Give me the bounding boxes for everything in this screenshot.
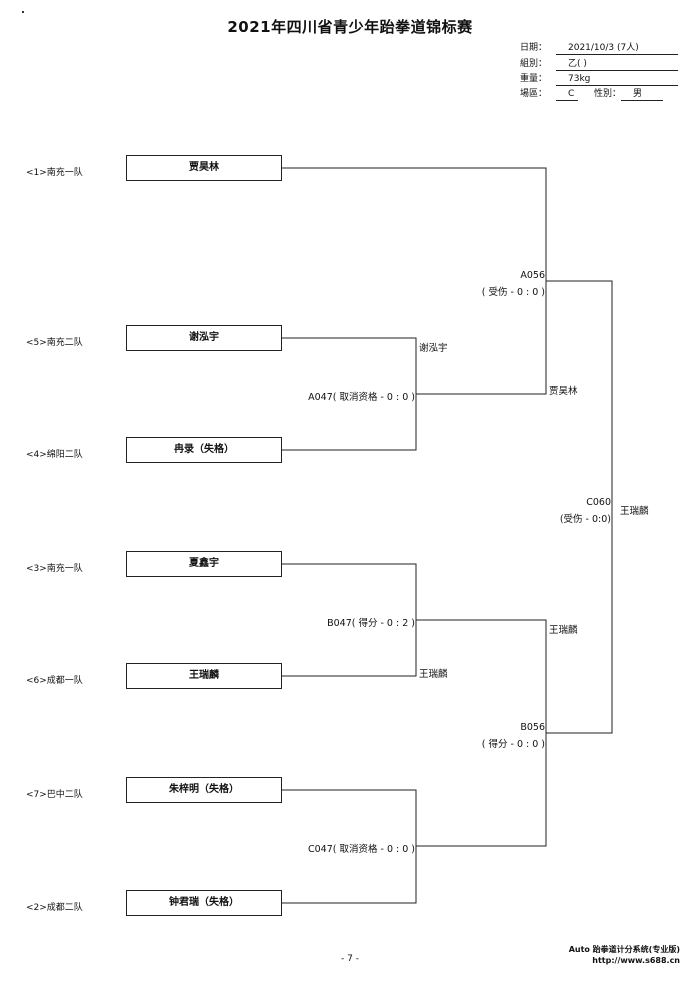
info-group: 組別： 乙( ) (520, 56, 678, 71)
team-label: <1>南充一队 (26, 168, 83, 178)
match-winner-b056: 王瑞麟 (549, 625, 578, 636)
team-label: <5>南充二队 (26, 338, 83, 348)
match-code-c060: C060 (586, 497, 611, 508)
match-code-b056: B056 (520, 722, 545, 733)
match-winner-a047: 谢泓宇 (419, 343, 448, 354)
info-date: 日期： 2021/10/3 (7人) (520, 40, 678, 55)
date-value: 2021/10/3 (7人) (556, 43, 678, 55)
court-value: C (556, 89, 578, 101)
match-code-a056: A056 (520, 270, 545, 281)
competitor-box: 夏鑫宇 (126, 551, 282, 577)
system-name: Auto 跆拳道计分系统(专业版) (568, 945, 680, 954)
competitor-box: 贾昊林 (126, 155, 282, 181)
match-result-b047: B047( 得分 - 0 : 2 ) (327, 618, 415, 629)
bracket-line-c060 (546, 280, 613, 734)
bracket-line-a056 (282, 167, 547, 395)
competitor-box: 王瑞麟 (126, 663, 282, 689)
match-winner-b047: 王瑞麟 (419, 669, 448, 680)
group-value: 乙( ) (556, 59, 678, 71)
group-label: 組別： (520, 59, 548, 69)
competitor-box: 朱梓明（失格） (126, 777, 282, 803)
footer-system: Auto 跆拳道计分系统(专业版) http://www.s688.cn (569, 944, 680, 966)
gender-label: 性別： (594, 89, 622, 99)
corner-dot (22, 11, 24, 13)
competitor-box: 钟君瑞（失格） (126, 890, 282, 916)
team-label: <4>绵阳二队 (26, 450, 83, 460)
gender-value: 男 (621, 89, 664, 101)
info-court-gender: 場區： C 性別：男 (520, 86, 664, 101)
weight-value: 73kg (556, 74, 678, 86)
match-result-a047: A047( 取消资格 - 0 : 0 ) (308, 392, 415, 403)
champion-name: 王瑞麟 (620, 506, 649, 517)
competitor-box: 冉录（失格） (126, 437, 282, 463)
bracket-line-b056 (416, 619, 547, 847)
date-label: 日期： (520, 43, 548, 53)
court-label: 場區： (520, 89, 548, 99)
team-label: <3>南充一队 (26, 564, 83, 574)
info-weight: 重量： 73kg (520, 71, 678, 86)
team-label: <2>成都二队 (26, 903, 83, 913)
match-result-a056: ( 受伤 - 0 : 0 ) (481, 287, 545, 298)
system-url: http://www.s688.cn (592, 956, 680, 965)
match-result-b056: ( 得分 - 0 : 0 ) (481, 739, 545, 750)
page-number: - 7 - (341, 954, 359, 964)
match-winner-a056: 贾昊林 (549, 386, 578, 397)
match-result-c047: C047( 取消资格 - 0 : 0 ) (307, 844, 415, 855)
page-title: 2021年四川省青少年跆拳道锦标赛 (227, 18, 473, 36)
competitor-box: 谢泓宇 (126, 325, 282, 351)
weight-label: 重量： (520, 74, 548, 84)
match-result-c060: (受伤 - 0:0) (559, 514, 611, 525)
team-label: <6>成都一队 (26, 676, 83, 686)
team-label: <7>巴中二队 (26, 790, 83, 800)
